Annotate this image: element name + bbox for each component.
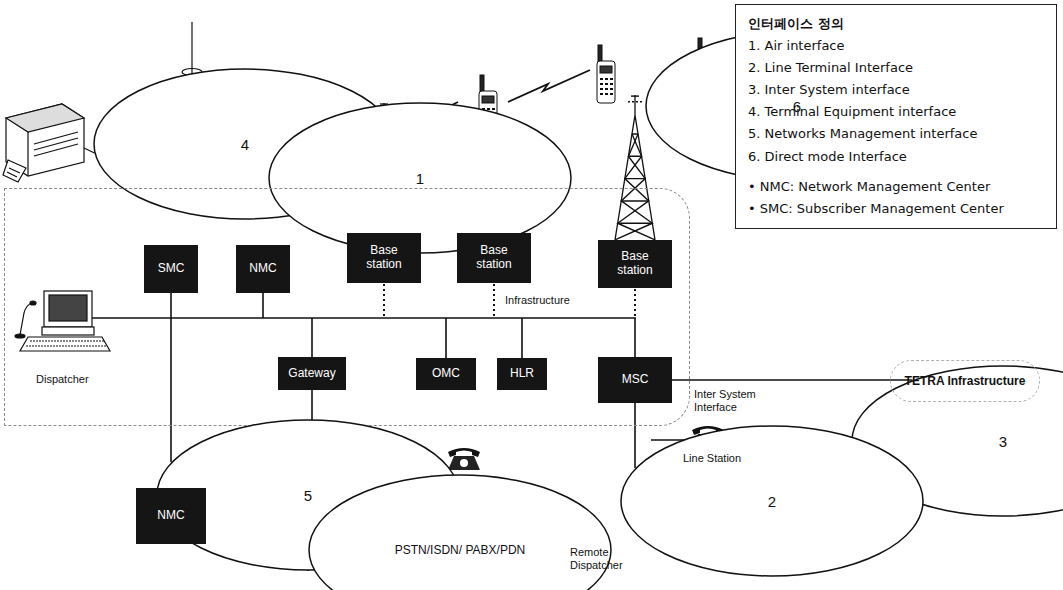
bus-line <box>92 293 636 358</box>
bus-line <box>311 318 313 357</box>
node-label: 3 <box>999 434 1007 449</box>
callout-circle <box>269 103 571 253</box>
caption-label: Dispatcher <box>36 373 89 386</box>
legend-line: • NMC: Network Management Center <box>748 176 1044 198</box>
node-label: Base station <box>353 244 415 272</box>
printer <box>6 104 84 132</box>
infrastructure-region: Infrastructure SMC NMC Base station Base sta… <box>4 188 690 426</box>
network-box: OMC <box>416 358 476 390</box>
node-label: 4 <box>241 137 249 152</box>
legend-line: 5. Networks Management interface <box>748 123 1044 145</box>
node-label: Gateway <box>288 367 335 381</box>
legend-line: • SMC: Subscriber Management Center <box>748 198 1044 220</box>
node-label: MSC <box>622 373 649 387</box>
telephone <box>448 448 480 470</box>
network-box: NMC <box>136 488 206 544</box>
external-system: TETRA Infrastructure <box>890 360 1040 402</box>
printer <box>7 168 20 177</box>
connector-line <box>170 293 172 462</box>
node-label: PSTN/ISDN/ PABX/PDN <box>395 543 525 557</box>
network-box: Base station <box>347 233 421 283</box>
node-label: NMC <box>157 509 184 523</box>
dispatcher-console <box>15 291 110 351</box>
legend-line: 인터페이스 정의 <box>748 13 1044 35</box>
node-label: TETRA Infrastructure <box>905 374 1026 388</box>
legend-line: 1. Air interface <box>748 35 1044 57</box>
node-label: 5 <box>304 488 312 503</box>
network-box: Base station <box>598 240 672 288</box>
network-box: SMC <box>144 245 198 293</box>
node-label: HLR <box>510 367 534 381</box>
connector-line <box>672 379 912 381</box>
interface-legend: 인터페이스 정의1. Air interface2. Line Terminal… <box>735 4 1057 229</box>
node-label: Base station <box>604 250 666 278</box>
printer <box>3 104 84 182</box>
legend-line: 3. Inter System interface <box>748 79 1044 101</box>
caption-label: Inter System Interface <box>694 388 772 414</box>
callout-number: 2 <box>620 425 924 577</box>
network-box: Gateway <box>278 357 346 390</box>
bus-line <box>634 318 636 357</box>
bus-line <box>445 318 447 358</box>
node-label: Base station <box>463 244 525 272</box>
network-box: Base station <box>457 233 531 283</box>
bus-line <box>92 317 636 319</box>
legend-line: 2. Line Terminal Interface <box>748 57 1044 79</box>
base-station-link <box>383 284 385 317</box>
printer <box>28 132 78 176</box>
connector-line <box>634 403 636 468</box>
legend-line: 4. Terminal Equipment interface <box>748 101 1044 123</box>
caption-label: Line Station <box>683 452 741 465</box>
node-label: NMC <box>249 262 276 276</box>
base-station-link <box>634 289 636 317</box>
node-label: 2 <box>768 494 776 509</box>
network-box: MSC <box>598 357 672 403</box>
printer <box>3 160 26 182</box>
base-station-link <box>493 284 495 317</box>
node-label: OMC <box>432 367 460 381</box>
network-box: HLR <box>497 358 547 390</box>
network-box: NMC <box>236 245 290 293</box>
node-label: Infrastructure <box>505 294 570 306</box>
network-cloud: PSTN/ISDN/ PABX/PDN <box>308 474 612 590</box>
bus-line <box>262 293 264 318</box>
bus-line <box>521 318 523 358</box>
node-label: SMC <box>158 262 185 276</box>
cloud-outline <box>308 474 612 590</box>
handheld-radio <box>597 45 615 103</box>
callout-circle <box>621 426 923 576</box>
caption-label: Remote Dispatcher <box>570 546 640 572</box>
legend-line: 6. Direct mode Interface <box>748 146 1044 168</box>
radio-link <box>508 70 590 102</box>
callout-number: 1 <box>268 102 572 254</box>
node-label: 1 <box>416 171 424 186</box>
cloud-outline <box>309 475 611 590</box>
base-station-link <box>384 284 635 317</box>
